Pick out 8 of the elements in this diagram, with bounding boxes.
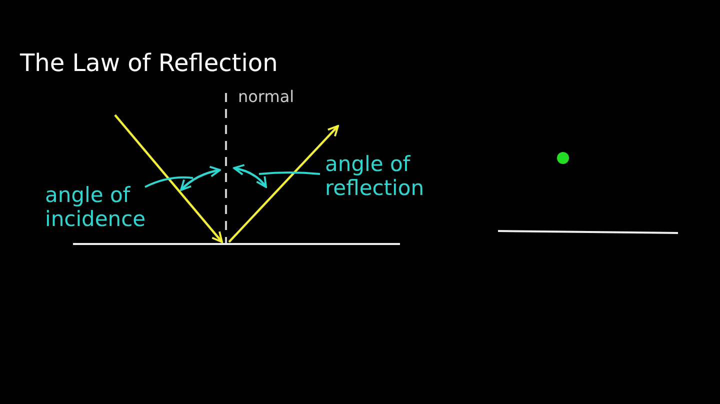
callout-text: angle of reflection <box>325 152 460 200</box>
axis-label: normal <box>238 88 294 106</box>
callout-text: angle of incidence <box>45 183 170 232</box>
leader-line <box>258 172 320 175</box>
leader-line <box>144 176 194 188</box>
angle-arc <box>233 164 267 188</box>
title: The Law of Reflection <box>20 50 278 78</box>
angle-arc <box>180 166 221 191</box>
